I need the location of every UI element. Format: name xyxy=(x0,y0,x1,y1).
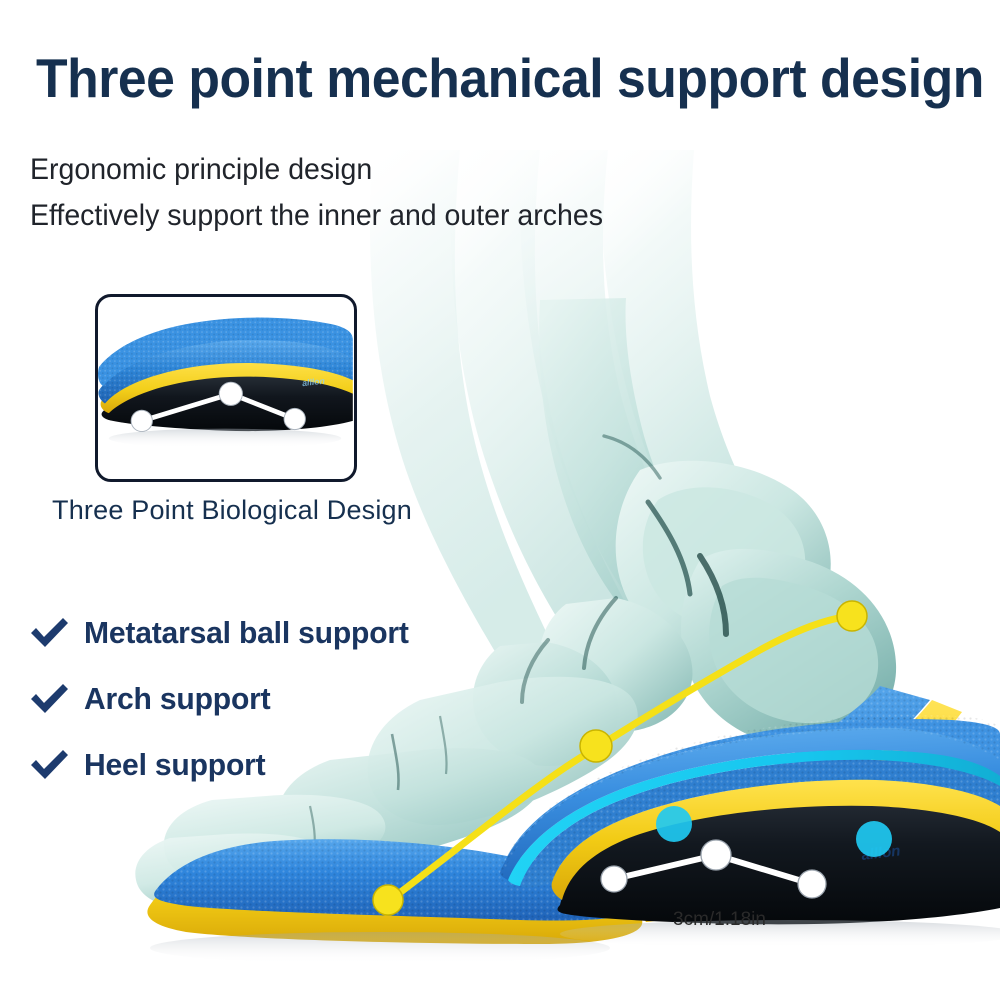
inset-node-forefoot xyxy=(130,409,153,433)
inset-node-heel xyxy=(283,407,306,431)
white-node-forefoot xyxy=(600,865,628,893)
page-title: Three point mechanical support design xyxy=(36,47,984,109)
feature-label-heel: Heel support xyxy=(84,747,266,782)
feature-list: Metatarsal ball support Arch support Hee… xyxy=(28,600,419,798)
subtitle-line-1: Ergonomic principle design xyxy=(30,153,373,186)
check-icon xyxy=(31,684,68,713)
inset-brand-mark: alllon xyxy=(302,376,326,388)
feature-item-arch: Arch support xyxy=(28,666,419,732)
subtitle-line-2: Effectively support the inner and outer … xyxy=(30,199,603,232)
feature-item-heel: Heel support xyxy=(28,732,419,798)
white-node-arch xyxy=(700,839,732,871)
check-icon xyxy=(31,750,68,779)
white-node-heel xyxy=(797,869,827,899)
inset-cushion-illustration: alllon xyxy=(98,317,353,449)
inset-panel-three-point-design: alllon xyxy=(95,294,357,482)
feature-item-metatarsal: Metatarsal ball support xyxy=(28,600,419,666)
inset-caption: Three Point Biological Design xyxy=(52,495,412,525)
support-node-metatarsal xyxy=(372,884,404,916)
check-icon xyxy=(31,618,68,647)
measurement-label: 3cm/1.18in xyxy=(673,909,766,930)
inset-node-arch xyxy=(218,381,243,406)
support-node-arch xyxy=(579,729,613,763)
insole-cyan-node-heel xyxy=(856,821,892,857)
insole-brand-mark: alllon xyxy=(860,842,901,864)
support-node-heel xyxy=(836,600,868,632)
feature-label-metatarsal: Metatarsal ball support xyxy=(84,615,409,650)
three-point-connector xyxy=(611,852,815,887)
support-curve xyxy=(386,612,856,904)
feature-label-arch: Arch support xyxy=(84,681,271,716)
insole-cyan-node-arch xyxy=(656,806,692,842)
